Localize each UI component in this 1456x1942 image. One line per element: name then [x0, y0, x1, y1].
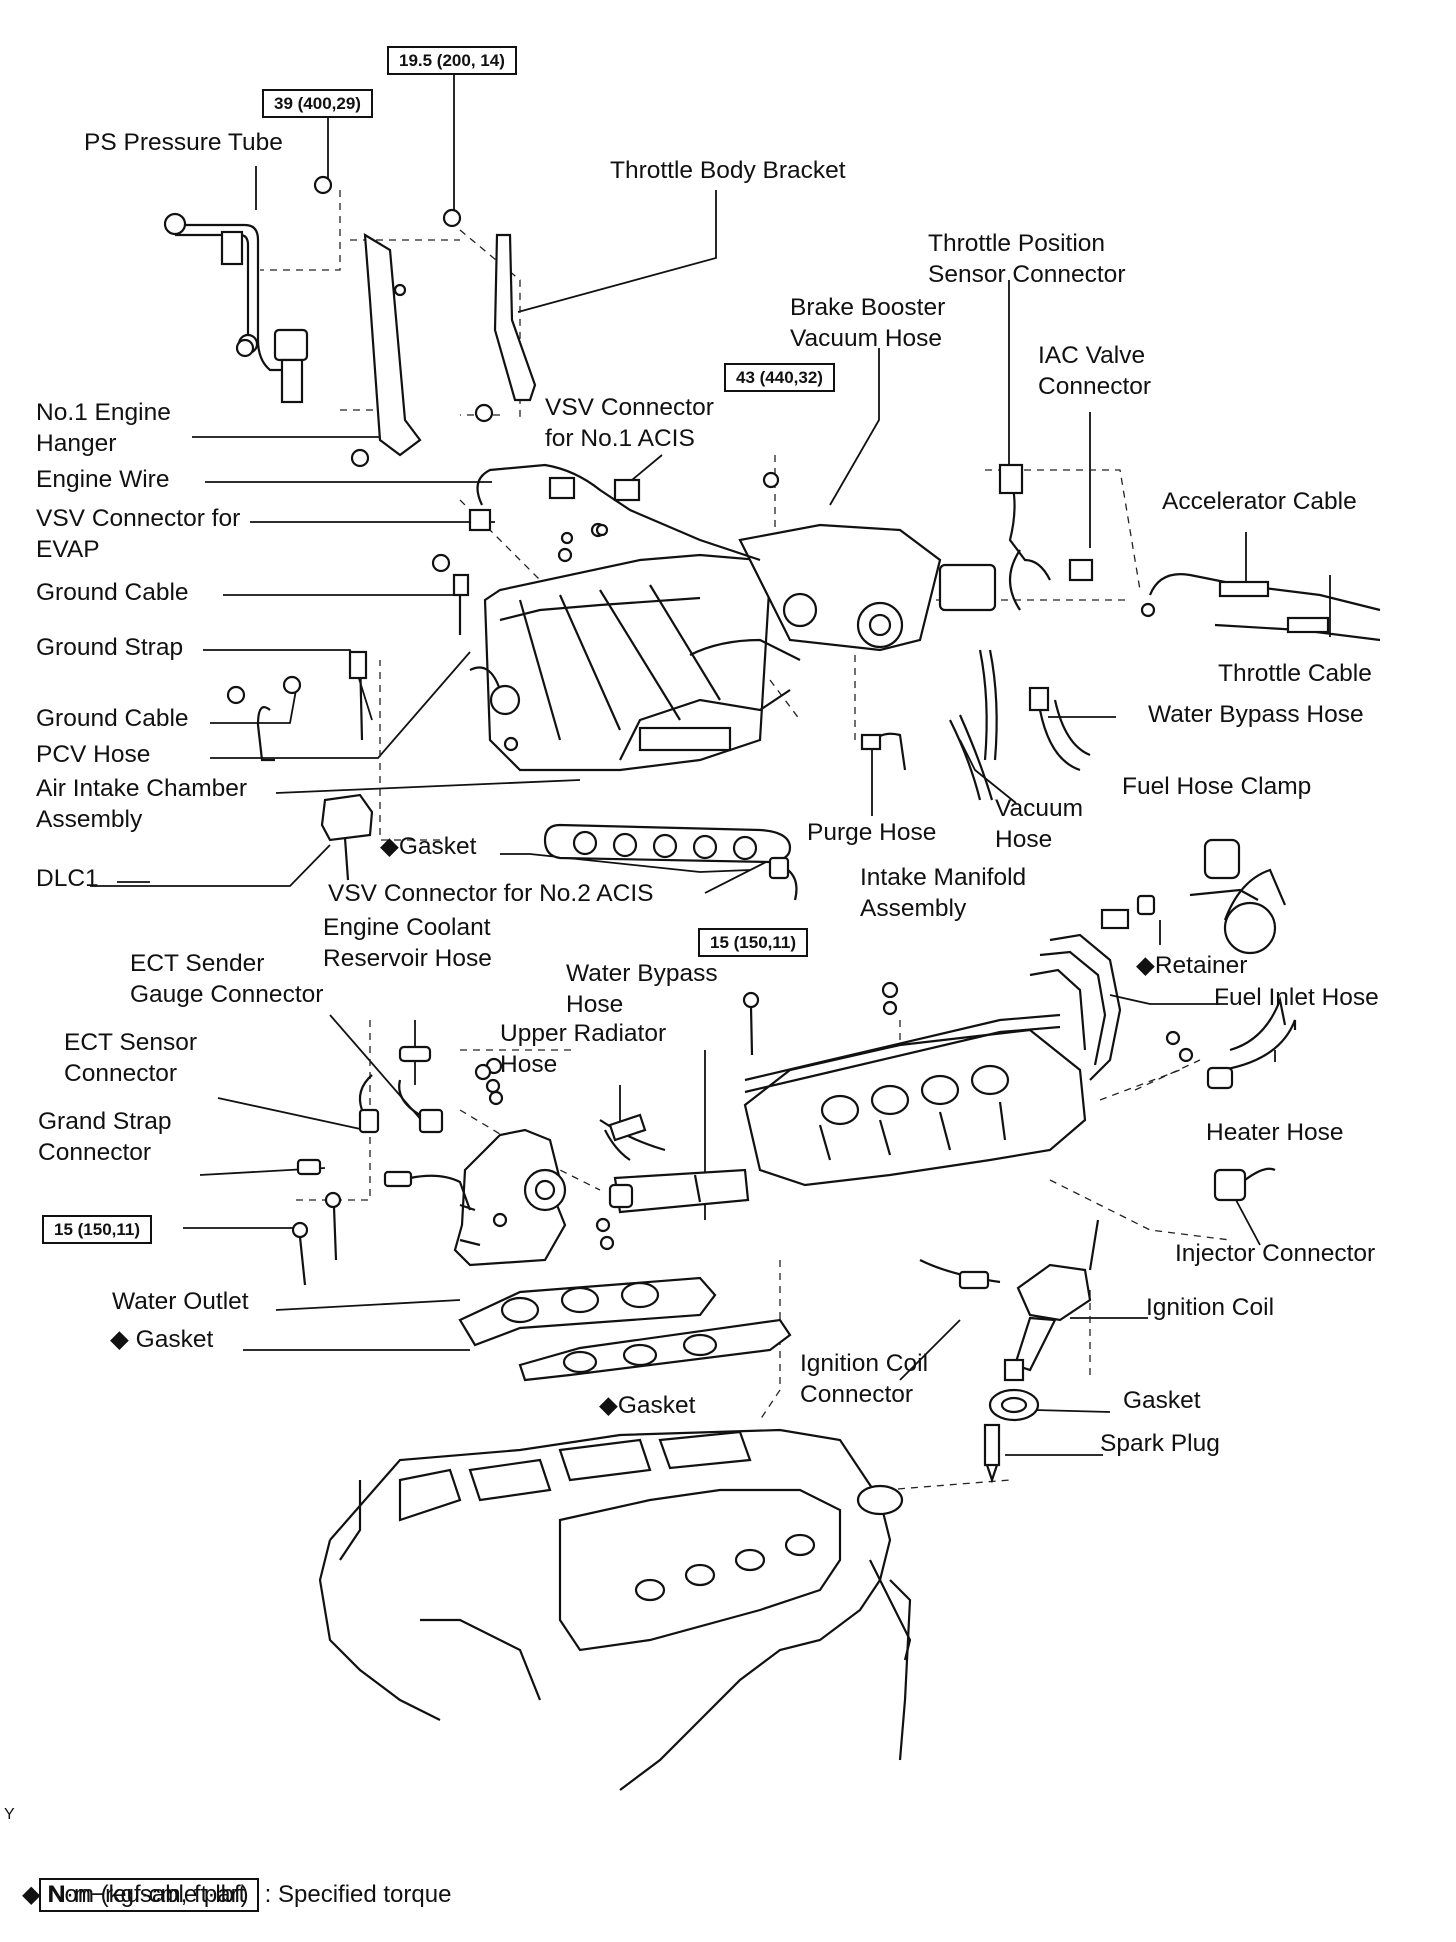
label-ignition-coil-connector: Ignition Coil Connector [800, 1350, 929, 1408]
label-vsv-no1-acis: VSV Connector for No.1 ACIS [545, 394, 714, 452]
label-vacuum-hose: Vacuum Hose [995, 795, 1084, 853]
torque-spec-intake-manifold: 15 (150,11) [698, 928, 809, 957]
label-coolant-reservoir-hose: Engine Coolant Reservoir Hose [323, 914, 492, 972]
label-no1-engine-hanger: No.1 Engine Hanger [36, 399, 171, 457]
gasket-4-part [518, 1318, 792, 1382]
engine-wire-part [468, 463, 1094, 611]
water-outlet-part [453, 1128, 567, 1267]
torque-spec-ps-tube: 39 (400,29) [262, 89, 373, 118]
label-water-bypass-hose-2: Water Bypass Hose [566, 960, 718, 1018]
label-throttle-body-bracket: Throttle Body Bracket [610, 157, 846, 184]
label-grand-strap: Grand Strap Connector [38, 1108, 172, 1166]
vsv-no2-connector-part [768, 856, 798, 901]
label-gasket-2: ◆ Gasket [110, 1326, 214, 1353]
label-iac-valve-connector: IAC Valve Connector [1038, 342, 1152, 400]
label-ps-pressure-tube: PS Pressure Tube [84, 129, 283, 156]
label-vsv-no2-acis: VSV Connector for No.2 ACIS [328, 880, 654, 907]
ps-pressure-tube-part [163, 175, 333, 404]
label-brake-booster-hose: Brake Booster Vacuum Hose [790, 294, 946, 352]
label-throttle-cable: Throttle Cable [1218, 660, 1372, 687]
label-fuel-inlet-hose: Fuel Inlet Hose [1214, 984, 1379, 1011]
label-injector-connector: Injector Connector [1175, 1240, 1376, 1267]
intake-manifold-part [743, 908, 1130, 1187]
gasket-2-part [458, 1276, 717, 1347]
label-ect-sensor: ECT Sensor Connector [64, 1029, 197, 1087]
torque-spec-water-outlet: 15 (150,11) [42, 1215, 153, 1244]
label-tps-connector: Throttle Position Sensor Connector [928, 230, 1126, 288]
engine-hanger-part [235, 232, 422, 468]
label-vsv-evap: VSV Connector for EVAP [36, 505, 241, 563]
label-spark-plug: Spark Plug [1100, 1430, 1220, 1457]
sensor-connector-parts [296, 1045, 503, 1211]
label-upper-radiator-hose: Upper Radiator Hose [500, 1020, 667, 1078]
label-air-intake-chamber: Air Intake Chamber Assembly [36, 775, 248, 833]
air-intake-chamber-part [469, 522, 997, 772]
label-fuel-hose-clamp: Fuel Hose Clamp [1122, 773, 1312, 800]
fuel-hose-clamp-part [1189, 838, 1287, 955]
label-purge-hose: Purge Hose [807, 819, 937, 846]
legend-nonreusable: ◆ Non−reusable part [22, 1881, 246, 1908]
label-engine-wire: Engine Wire [36, 466, 170, 493]
gasket-1-part [543, 823, 792, 864]
label-ground-cable-1: Ground Cable [36, 579, 189, 606]
label-accelerator-cable: Accelerator Cable [1162, 488, 1357, 515]
torque-spec-intake-chamber: 43 (440,32) [724, 363, 835, 392]
leader-lines [90, 64, 1331, 1456]
dlc1-part [320, 793, 374, 881]
ignition-coil-part [919, 1219, 1100, 1382]
label-water-outlet: Water Outlet [112, 1288, 249, 1315]
legend-torque-text: : Specified torque [264, 1881, 452, 1908]
label-gasket-4: ◆Gasket [599, 1392, 696, 1419]
label-dlc1: DLC1 [36, 865, 99, 892]
exploded-diagram: 19.5 (200, 14) 39 (400,29) 43 (440,32) 1… [4, 46, 1381, 1912]
ground-parts [226, 553, 519, 762]
label-water-bypass-hose-1: Water Bypass Hose [1148, 701, 1364, 728]
engine-block-part [318, 1428, 912, 1791]
heater-hose-part [1206, 996, 1297, 1090]
spark-plug-parts [983, 1388, 1040, 1484]
retainer-part [1136, 894, 1156, 916]
label-gasket-1: ◆Gasket [380, 833, 477, 860]
label-intake-manifold: Intake Manifold Assembly [860, 864, 1027, 922]
hose-parts [860, 573, 1381, 801]
label-ground-cable-2: Ground Cable [36, 705, 189, 732]
torque-spec-throttle-bracket: 19.5 (200, 14) [387, 46, 517, 75]
throttle-body-bracket-part [442, 208, 537, 423]
label-ground-strap: Ground Strap [36, 634, 184, 661]
label-ignition-coil: Ignition Coil [1146, 1294, 1275, 1321]
label-gasket-3: Gasket [1123, 1387, 1201, 1414]
label-pcv-hose: PCV Hose [36, 741, 151, 768]
figure-reference: Y [4, 1806, 15, 1823]
label-heater-hose: Heater Hose [1206, 1119, 1344, 1146]
label-retainer: ◆Retainer [1136, 952, 1248, 979]
bolts [291, 471, 1194, 1286]
diagram-artwork [90, 64, 1381, 1791]
injector-connector-part [1213, 1167, 1276, 1202]
radiator-hose-part [599, 1113, 750, 1214]
label-ect-sender: ECT Sender Gauge Connector [130, 950, 324, 1008]
